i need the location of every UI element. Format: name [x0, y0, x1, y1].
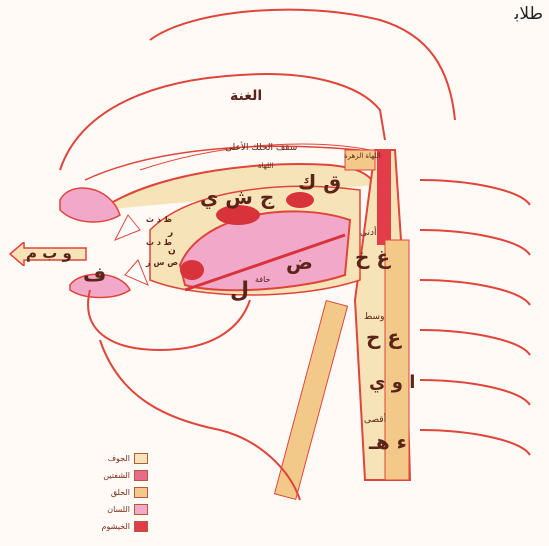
letter-nun: ن	[168, 246, 176, 256]
palate-mark-2	[286, 192, 314, 208]
upper-tooth	[115, 215, 140, 240]
letter-lam: ل	[230, 278, 249, 303]
letters-qk: ق ك	[298, 170, 341, 194]
letter-dad: ض	[286, 250, 313, 274]
legend-label: الجوف	[108, 454, 130, 463]
skull-outline	[150, 10, 455, 120]
lower-tooth	[125, 260, 148, 285]
legend-swatch	[134, 470, 148, 481]
adna-label: أدنى	[360, 228, 377, 238]
nasal-cavity-top	[60, 74, 385, 170]
teeth-letters-3: ص س ز	[146, 258, 178, 267]
tongue-tip-mark	[180, 260, 204, 280]
wast-label: وسط	[364, 312, 384, 322]
corner-mark: ﻃﻼﺑ	[515, 4, 543, 24]
legend-swatch	[134, 504, 148, 515]
legend-item-jawf: الجوف	[58, 450, 148, 467]
aqsa-label: أقصى	[364, 415, 386, 425]
letter-ra: ر	[168, 228, 173, 238]
lips-letters: و ب م	[26, 244, 72, 262]
legend-swatch	[134, 521, 148, 532]
jaw	[88, 290, 250, 350]
pharynx-red-band	[377, 150, 391, 245]
legend-item-halq: الحلق	[58, 484, 148, 501]
legend-label: الحلق	[111, 488, 130, 497]
lips-arrow: و ب م	[8, 242, 88, 266]
letters-ayn-ha: ع ح	[366, 325, 401, 349]
hafa-label: حافة	[255, 275, 271, 284]
legend-label: الشفتين	[103, 471, 130, 480]
upper-lip	[60, 188, 120, 222]
letters-hamza-ha: ء هـ	[369, 430, 407, 454]
teeth-letters-1: ظ ذ ث	[146, 215, 172, 224]
legend-label: اللسان	[107, 505, 130, 514]
ghunna-label: الغنة	[230, 88, 262, 104]
legend-label: الخيشوم	[102, 522, 130, 531]
esophagus	[274, 301, 347, 500]
upper-throat-label: اللهاة الزهرة	[344, 152, 381, 160]
letters-jsy: ج ش ي	[200, 185, 274, 209]
legend-item-lisan: اللسان	[58, 501, 148, 518]
legend: الجوف الشفتين الحلق اللسان الخيشوم	[58, 450, 148, 535]
legend-swatch	[134, 453, 148, 464]
vertebrae	[420, 180, 530, 455]
letters-aw-y: ا و ي	[369, 372, 415, 393]
legend-swatch	[134, 487, 148, 498]
legend-item-khayshum: الخيشوم	[58, 518, 148, 535]
lahat-label: اللهاة	[258, 162, 273, 170]
soft-palate-label: سقف الحلك الأعلى	[225, 143, 297, 153]
letters-ghkh: غ خ	[355, 245, 390, 269]
legend-item-shafatain: الشفتين	[58, 467, 148, 484]
